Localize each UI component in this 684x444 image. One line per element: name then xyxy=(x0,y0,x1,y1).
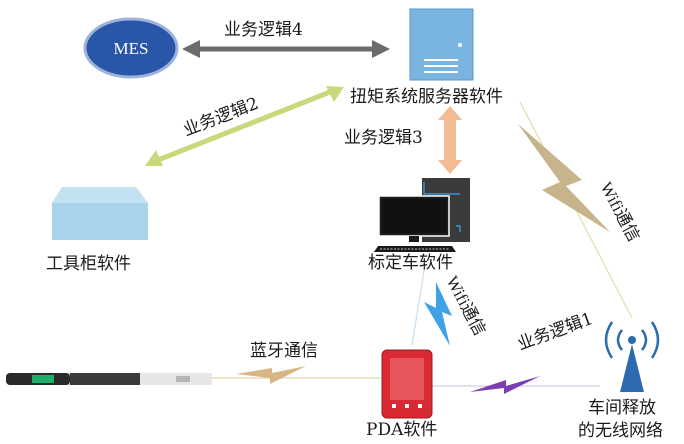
label-wifi-server: Wifi通信 xyxy=(596,179,643,245)
label-bluetooth: 蓝牙通信 xyxy=(250,341,318,361)
torque-wrench-icon xyxy=(6,373,212,385)
label-logic4: 业务逻辑4 xyxy=(224,20,303,40)
label-logic1: 业务逻辑1 xyxy=(515,309,596,355)
wireless-label-line1: 车间释放 xyxy=(588,398,656,418)
computer-icon xyxy=(374,178,470,252)
wireless-label-line2: 的无线网络 xyxy=(578,421,663,441)
mes-label: MES xyxy=(114,39,149,58)
tool-cabinet-label: 工具柜软件 xyxy=(46,254,131,274)
arrow-logic3 xyxy=(438,106,462,174)
calibration-cart-label: 标定车软件 xyxy=(368,253,453,273)
tool-cabinet-icon xyxy=(52,187,148,240)
mes-node: MES xyxy=(83,17,179,79)
pda-label: PDA软件 xyxy=(366,420,438,440)
pda-antenna-bolt xyxy=(470,376,540,394)
label-logic3: 业务逻辑3 xyxy=(344,128,423,148)
antenna-icon xyxy=(604,321,660,392)
wifi-bolt-upper xyxy=(518,124,610,232)
arrow-logic4 xyxy=(182,40,390,58)
label-wifi-pda: Wifi通信 xyxy=(442,273,489,339)
bluetooth-bolt xyxy=(236,366,306,384)
pda-icon xyxy=(381,349,433,419)
wifi-bolt-lower xyxy=(424,282,452,346)
server-label: 扭矩系统服务器软件 xyxy=(350,87,503,107)
arrow-logic2 xyxy=(145,86,344,166)
server-icon xyxy=(409,8,474,81)
line-cart-pda xyxy=(411,264,426,346)
